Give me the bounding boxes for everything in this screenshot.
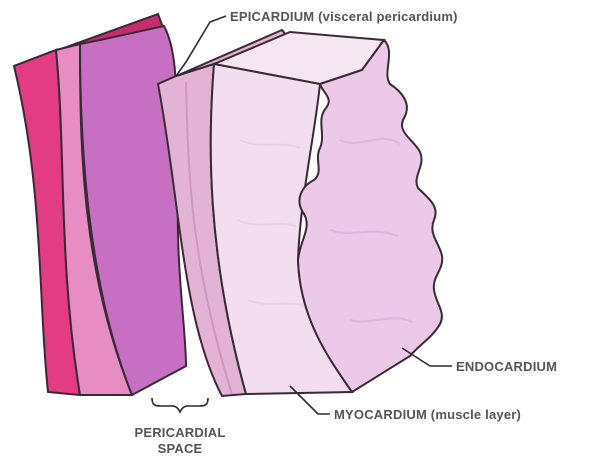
epicardium-label: EPICARDIUM (visceral pericardium) [230, 9, 458, 24]
pericardial-space-bracket [152, 398, 208, 412]
endocardium-label: ENDOCARDIUM [456, 359, 557, 374]
pericardial-space-label-line1: PERICARDIAL [134, 425, 225, 440]
myocardium-label: MYOCARDIUM (muscle layer) [334, 407, 521, 422]
pericardial-space-label-line2: SPACE [158, 441, 203, 456]
